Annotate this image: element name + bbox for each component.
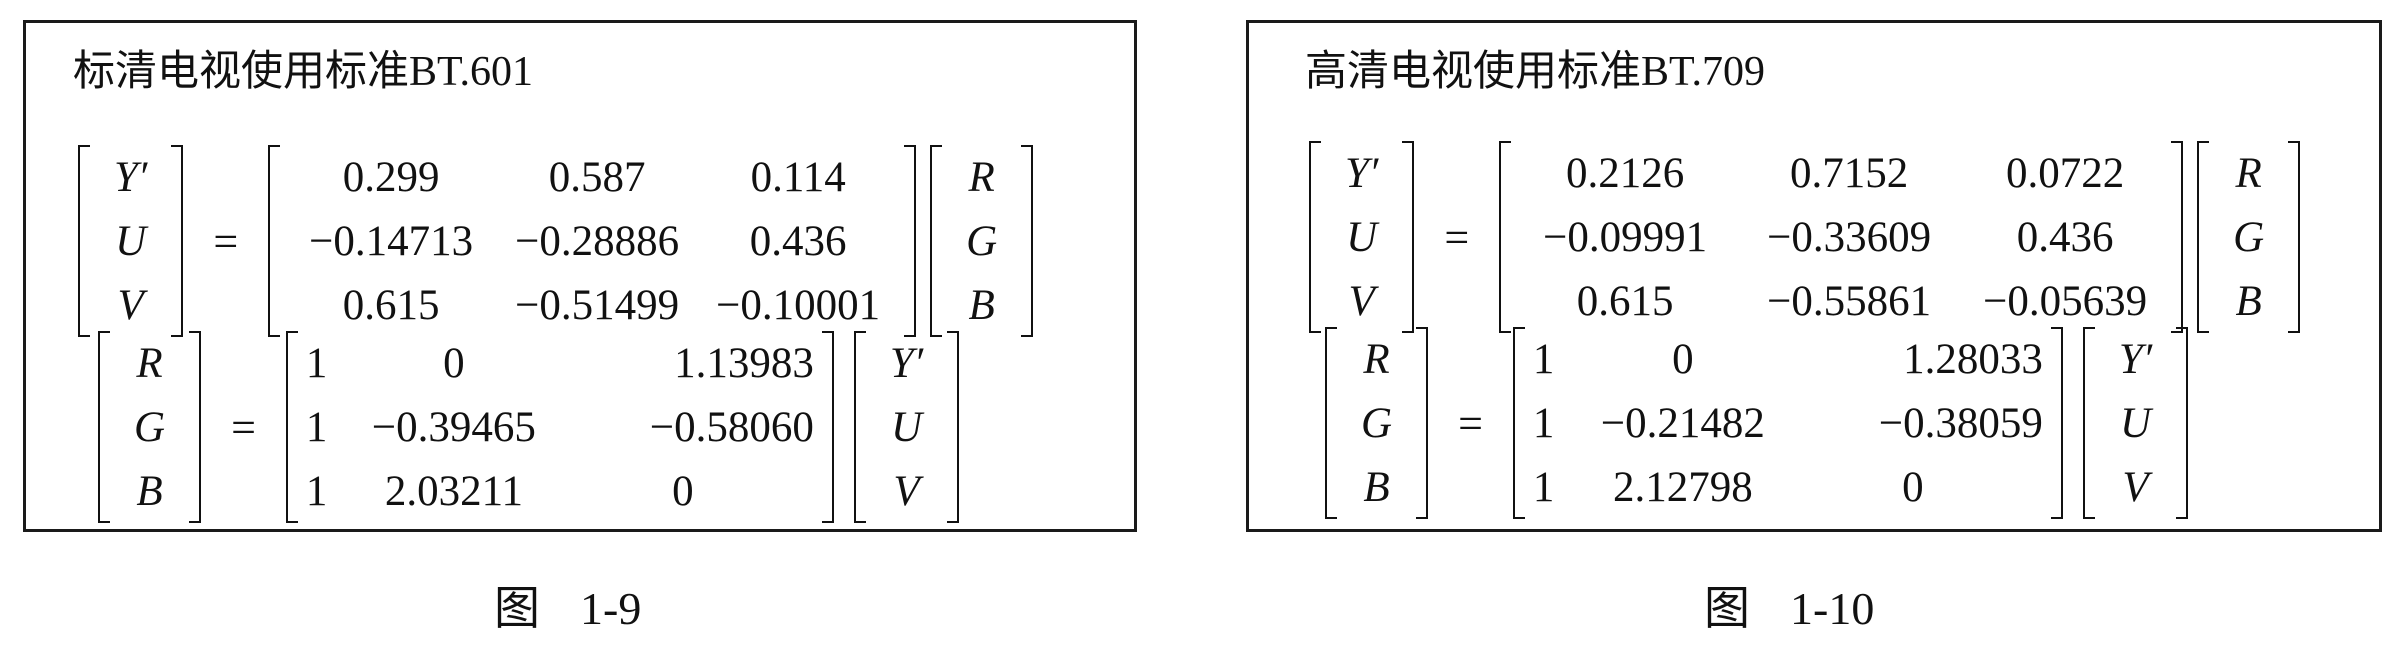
- vector-entry: V: [2122, 463, 2149, 511]
- vector-entry: B: [968, 281, 995, 329]
- lhs-vector: Y′ U V: [78, 145, 184, 337]
- forward-equation: Y′ U V = 0.299 0.587 0.114 −0.14713 −0.2…: [78, 145, 1034, 337]
- figure-panel-bt601: 标清电视使用标准BT.601 Y′ U V = 0.299 0.587 0.11…: [23, 20, 1137, 532]
- equals-sign: =: [1458, 398, 1483, 448]
- matrix-cell: 0: [1672, 335, 1694, 383]
- vector-entry: U: [1346, 213, 1378, 261]
- vector-entry: V: [893, 467, 920, 515]
- rhs-vector: R G B: [2197, 141, 2301, 333]
- rhs-vector: Y′ U V: [853, 331, 960, 523]
- equals-sign: =: [231, 402, 256, 452]
- vector-entry: B: [1363, 463, 1390, 511]
- vector-entry: Y′: [1345, 149, 1379, 197]
- matrix-cell: −0.38059: [1878, 399, 2043, 447]
- matrix-cell: 2.12798: [1613, 463, 1753, 511]
- matrix-cell: 1: [305, 339, 328, 387]
- vector-entry: B: [2235, 277, 2262, 325]
- vector-entry: Y′: [114, 153, 148, 201]
- vector-entry: B: [136, 467, 163, 515]
- panel-title: 高清电视使用标准BT.709: [1305, 49, 1766, 95]
- matrix-cell: 0.0722: [2006, 149, 2125, 197]
- vector-entry: Y′: [2118, 335, 2153, 383]
- matrix-cell: 0.436: [2016, 213, 2114, 261]
- rhs-vector: Y′ U V: [2082, 327, 2189, 519]
- coefficient-matrix: 0.299 0.587 0.114 −0.14713 −0.28886 0.43…: [268, 145, 917, 337]
- vector-entry: V: [1348, 277, 1375, 325]
- coefficient-matrix: 0.2126 0.7152 0.0722 −0.09991 −0.33609 0…: [1499, 141, 2184, 333]
- vector-entry: G: [1361, 399, 1393, 447]
- equals-sign: =: [213, 216, 239, 266]
- lhs-vector: Y′ U V: [1309, 141, 1415, 333]
- matrix-cell: −0.10001: [716, 281, 881, 329]
- equals-sign: =: [1444, 212, 1470, 262]
- vector-entry: Y′: [889, 339, 924, 387]
- vector-entry: V: [117, 281, 144, 329]
- vector-entry: R: [968, 153, 995, 201]
- matrix-cell: −0.09991: [1543, 213, 1708, 261]
- matrix-cell: 0.7152: [1790, 149, 1909, 197]
- figure-panel-bt709: 高清电视使用标准BT.709 Y′ U V = 0.2126 0.7152 0.…: [1246, 20, 2382, 532]
- matrix-cell: 0: [443, 339, 465, 387]
- matrix-cell: 1.28033: [1903, 335, 2043, 383]
- matrix-cell: 0.436: [749, 217, 847, 265]
- vector-entry: U: [2120, 399, 2152, 447]
- vector-entry: U: [891, 403, 923, 451]
- matrix-cell: 0.299: [342, 153, 440, 201]
- matrix-cell: 1: [1532, 399, 1555, 447]
- figure-caption: 图 1-9: [494, 572, 641, 638]
- rhs-vector: R G B: [930, 145, 1034, 337]
- matrix-cell: −0.55861: [1767, 277, 1932, 325]
- matrix-cell: −0.28886: [515, 217, 680, 265]
- matrix-cell: 0.2126: [1566, 149, 1685, 197]
- matrix-cell: −0.39465: [371, 403, 536, 451]
- forward-equation: Y′ U V = 0.2126 0.7152 0.0722 −0.09991 −…: [1309, 141, 2301, 333]
- vector-entry: R: [136, 339, 163, 387]
- matrix-cell: −0.14713: [309, 217, 474, 265]
- coefficient-matrix: 1 0 1.28033 1 −0.21482 −0.38059 1 2.1279…: [1512, 327, 2063, 519]
- inverse-equation: R G B = 1 0 1.13983 1 −0.39465 −0.58060 …: [98, 331, 960, 523]
- matrix-cell: 0.587: [548, 153, 646, 201]
- caption-prefix: 图: [494, 583, 540, 634]
- matrix-cell: 1: [305, 403, 328, 451]
- caption-number: 1-9: [580, 583, 642, 634]
- vector-entry: G: [966, 217, 998, 265]
- matrix-cell: 1: [1532, 463, 1555, 511]
- caption-prefix: 图: [1704, 583, 1750, 634]
- figure-caption: 图 1-10: [1704, 572, 1874, 638]
- matrix-cell: −0.33609: [1767, 213, 1932, 261]
- matrix-cell: −0.58060: [649, 403, 814, 451]
- matrix-cell: 2.03211: [384, 467, 523, 515]
- matrix-cell: 0: [672, 467, 694, 515]
- inverse-equation: R G B = 1 0 1.28033 1 −0.21482 −0.38059 …: [1325, 327, 2189, 519]
- matrix-cell: 0.615: [342, 281, 440, 329]
- matrix-cell: 0.615: [1576, 277, 1674, 325]
- matrix-cell: −0.21482: [1600, 399, 1765, 447]
- matrix-cell: −0.05639: [1983, 277, 2148, 325]
- matrix-cell: −0.51499: [515, 281, 680, 329]
- vector-entry: G: [2233, 213, 2265, 261]
- vector-entry: R: [2235, 149, 2262, 197]
- vector-entry: G: [134, 403, 166, 451]
- matrix-cell: 1: [1532, 335, 1555, 383]
- matrix-cell: 1.13983: [674, 339, 814, 387]
- lhs-vector: R G B: [98, 331, 202, 523]
- lhs-vector: R G B: [1325, 327, 1429, 519]
- caption-number: 1-10: [1790, 583, 1875, 634]
- matrix-cell: 1: [305, 467, 328, 515]
- matrix-cell: 0: [1902, 463, 1924, 511]
- matrix-cell: 0.114: [750, 153, 846, 201]
- panel-title: 标清电视使用标准BT.601: [73, 49, 534, 95]
- vector-entry: U: [115, 217, 147, 265]
- vector-entry: R: [1363, 335, 1390, 383]
- coefficient-matrix: 1 0 1.13983 1 −0.39465 −0.58060 1 2.0321…: [285, 331, 834, 523]
